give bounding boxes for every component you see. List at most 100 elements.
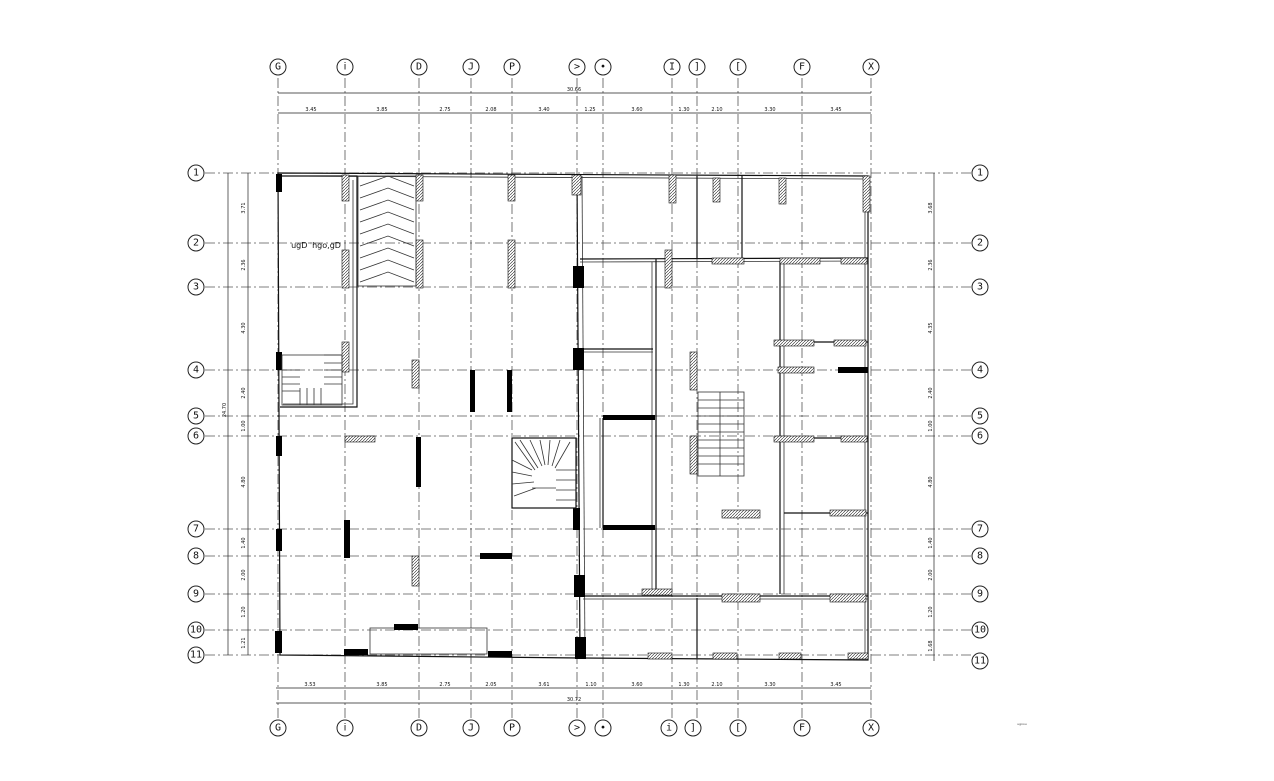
column-label: X	[868, 62, 874, 73]
bottom-span-dimension: 3.45	[830, 682, 841, 688]
row-label: 8	[193, 551, 199, 562]
column-label: i	[666, 723, 672, 734]
bottom-span-dimension: 2.05	[485, 682, 496, 688]
left-span-dimension: 2.40	[241, 387, 247, 398]
row-label: 8	[977, 551, 983, 562]
bottom-span-dimension: 3.53	[304, 682, 315, 688]
right-span-dimension: 2.40	[928, 387, 934, 398]
top-span-dimension: 3.30	[764, 107, 775, 113]
row-label: 10	[974, 625, 986, 636]
column-label: ]	[694, 62, 700, 73]
column-label: I	[669, 62, 675, 73]
column-label: G	[275, 62, 281, 73]
top-total-dimension: 30.66	[567, 87, 581, 93]
column-label: ⅰ	[344, 62, 347, 73]
column-label: [	[735, 62, 741, 73]
top-span-dimension: 1.25	[584, 107, 595, 113]
corner-note: ugnou	[1017, 722, 1027, 726]
column-label: •	[600, 62, 606, 73]
right-row-markers: 1 2 3 4 5 6 7 8 9 10 11	[971, 164, 989, 670]
left-span-dimension: 1.21	[241, 637, 247, 648]
bottom-span-dimension: 1.10	[585, 682, 596, 688]
left-span-dimension: 2.36	[241, 259, 247, 270]
structural-columns	[275, 174, 868, 659]
room-label: ugD 'hgo,gD	[291, 241, 341, 250]
interior-walls	[280, 175, 869, 659]
row-label: 5	[193, 411, 199, 422]
row-label: 4	[977, 365, 983, 376]
row-label: 11	[974, 656, 986, 667]
right-span-dimension: 4.35	[928, 322, 934, 333]
right-staircase	[697, 391, 745, 477]
row-label: 9	[193, 589, 199, 600]
left-dimension-chain: 24.70 3.71 2.36 4.30 2.40 1.00 4.80 1.40…	[222, 173, 249, 655]
bottom-span-dimension: 3.30	[764, 682, 775, 688]
column-label: •	[600, 723, 606, 734]
bottom-span-dimension: 3.61	[538, 682, 549, 688]
bottom-span-dimension: 2.75	[439, 682, 450, 688]
column-label: ]	[690, 723, 696, 734]
column-label: D	[416, 62, 422, 73]
top-span-dimension: 3.60	[631, 107, 642, 113]
bottom-column-markers: G ⅰ D J P > • i ] [ F X	[269, 719, 880, 737]
column-label: D	[416, 723, 422, 734]
left-span-dimension: 4.30	[241, 322, 247, 333]
top-span-dimension: 2.10	[711, 107, 722, 113]
column-label: >	[574, 723, 580, 734]
row-label: 6	[193, 431, 199, 442]
column-label: P	[509, 723, 515, 734]
column-label: [	[735, 723, 741, 734]
top-span-dimension: 2.75	[439, 107, 450, 113]
left-row-markers: 1 2 3 4 5 6 7 8 9 10 11	[187, 164, 205, 664]
bottom-span-dimension: 1.30	[678, 682, 689, 688]
bottom-dimension-chain: 3.53 3.85 2.75 2.05 3.61 1.10 3.60 1.30 …	[276, 682, 871, 704]
row-label: 3	[977, 282, 983, 293]
bottom-total-dimension: 30.72	[567, 697, 581, 703]
left-span-dimension: 1.00	[241, 420, 247, 431]
row-label: 11	[190, 650, 202, 661]
column-label: J	[468, 62, 474, 73]
row-label: 6	[977, 431, 983, 442]
row-label: 9	[977, 589, 983, 600]
left-span-dimension: 4.80	[241, 476, 247, 487]
right-span-dimension: 1.00	[928, 420, 934, 431]
row-label: 4	[193, 365, 199, 376]
bottom-span-dimension: 3.85	[376, 682, 387, 688]
right-span-dimension: 2.00	[928, 569, 934, 580]
top-column-markers: G ⅰ D J P > • I ] [ F X	[269, 58, 880, 76]
left-staircase	[281, 354, 343, 406]
right-span-dimension: 3.68	[928, 202, 934, 213]
hatched-wall-segments	[341, 174, 871, 660]
row-label: 7	[193, 524, 199, 535]
left-span-dimension: 1.40	[241, 537, 247, 548]
top-dimension-chain: 30.66 3.45 3.85 2.75 2.08 3.40 1.25 3.60…	[278, 87, 871, 114]
row-label: 10	[190, 625, 202, 636]
row-label: 1	[193, 168, 199, 179]
row-label: 7	[977, 524, 983, 535]
column-label: F	[799, 62, 805, 73]
main-staircase	[357, 175, 417, 287]
right-span-dimension: 2.36	[928, 259, 934, 270]
row-label: 5	[977, 411, 983, 422]
top-span-dimension: 1.30	[678, 107, 689, 113]
column-label: >	[574, 62, 580, 73]
row-label: 1	[977, 168, 983, 179]
bottom-span-dimension: 3.60	[631, 682, 642, 688]
central-staircase	[511, 437, 577, 509]
top-span-dimension: 3.85	[376, 107, 387, 113]
top-span-dimension: 3.40	[538, 107, 549, 113]
top-span-dimension: 3.45	[830, 107, 841, 113]
column-label: X	[868, 723, 874, 734]
right-dimension-chain: 3.68 2.36 4.35 2.40 1.00 4.80 1.40 2.00 …	[928, 173, 935, 661]
column-label: J	[468, 723, 474, 734]
left-span-dimension: 3.71	[241, 202, 247, 213]
column-label: G	[275, 723, 281, 734]
row-label: 2	[977, 238, 983, 249]
right-span-dimension: 1.68	[928, 640, 934, 651]
column-label: ⅰ	[344, 723, 347, 734]
column-label: F	[799, 723, 805, 734]
left-total-dimension: 24.70	[222, 403, 228, 417]
column-label: P	[509, 62, 515, 73]
row-label: 2	[193, 238, 199, 249]
